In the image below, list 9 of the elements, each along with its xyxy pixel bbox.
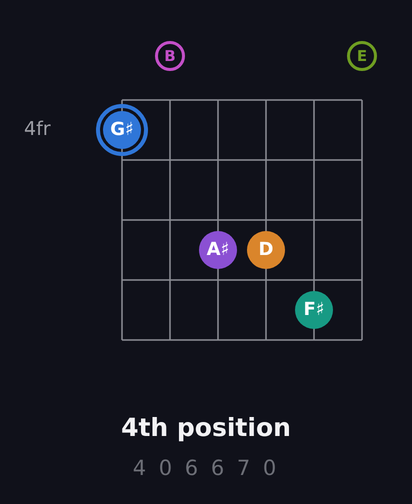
note-dot: D: [247, 231, 285, 269]
open-string-marker: E: [347, 41, 377, 71]
open-string-marker: B: [155, 41, 185, 71]
note-dot: A♯: [199, 231, 237, 269]
fret-number: 4fr: [24, 120, 51, 139]
root-note-dot: G♯: [96, 104, 148, 156]
fingering-numbers: 4 0 6 6 7 0: [132, 458, 280, 479]
chord-title: 4th position: [120, 415, 292, 440]
note-dot: F♯: [295, 291, 333, 329]
